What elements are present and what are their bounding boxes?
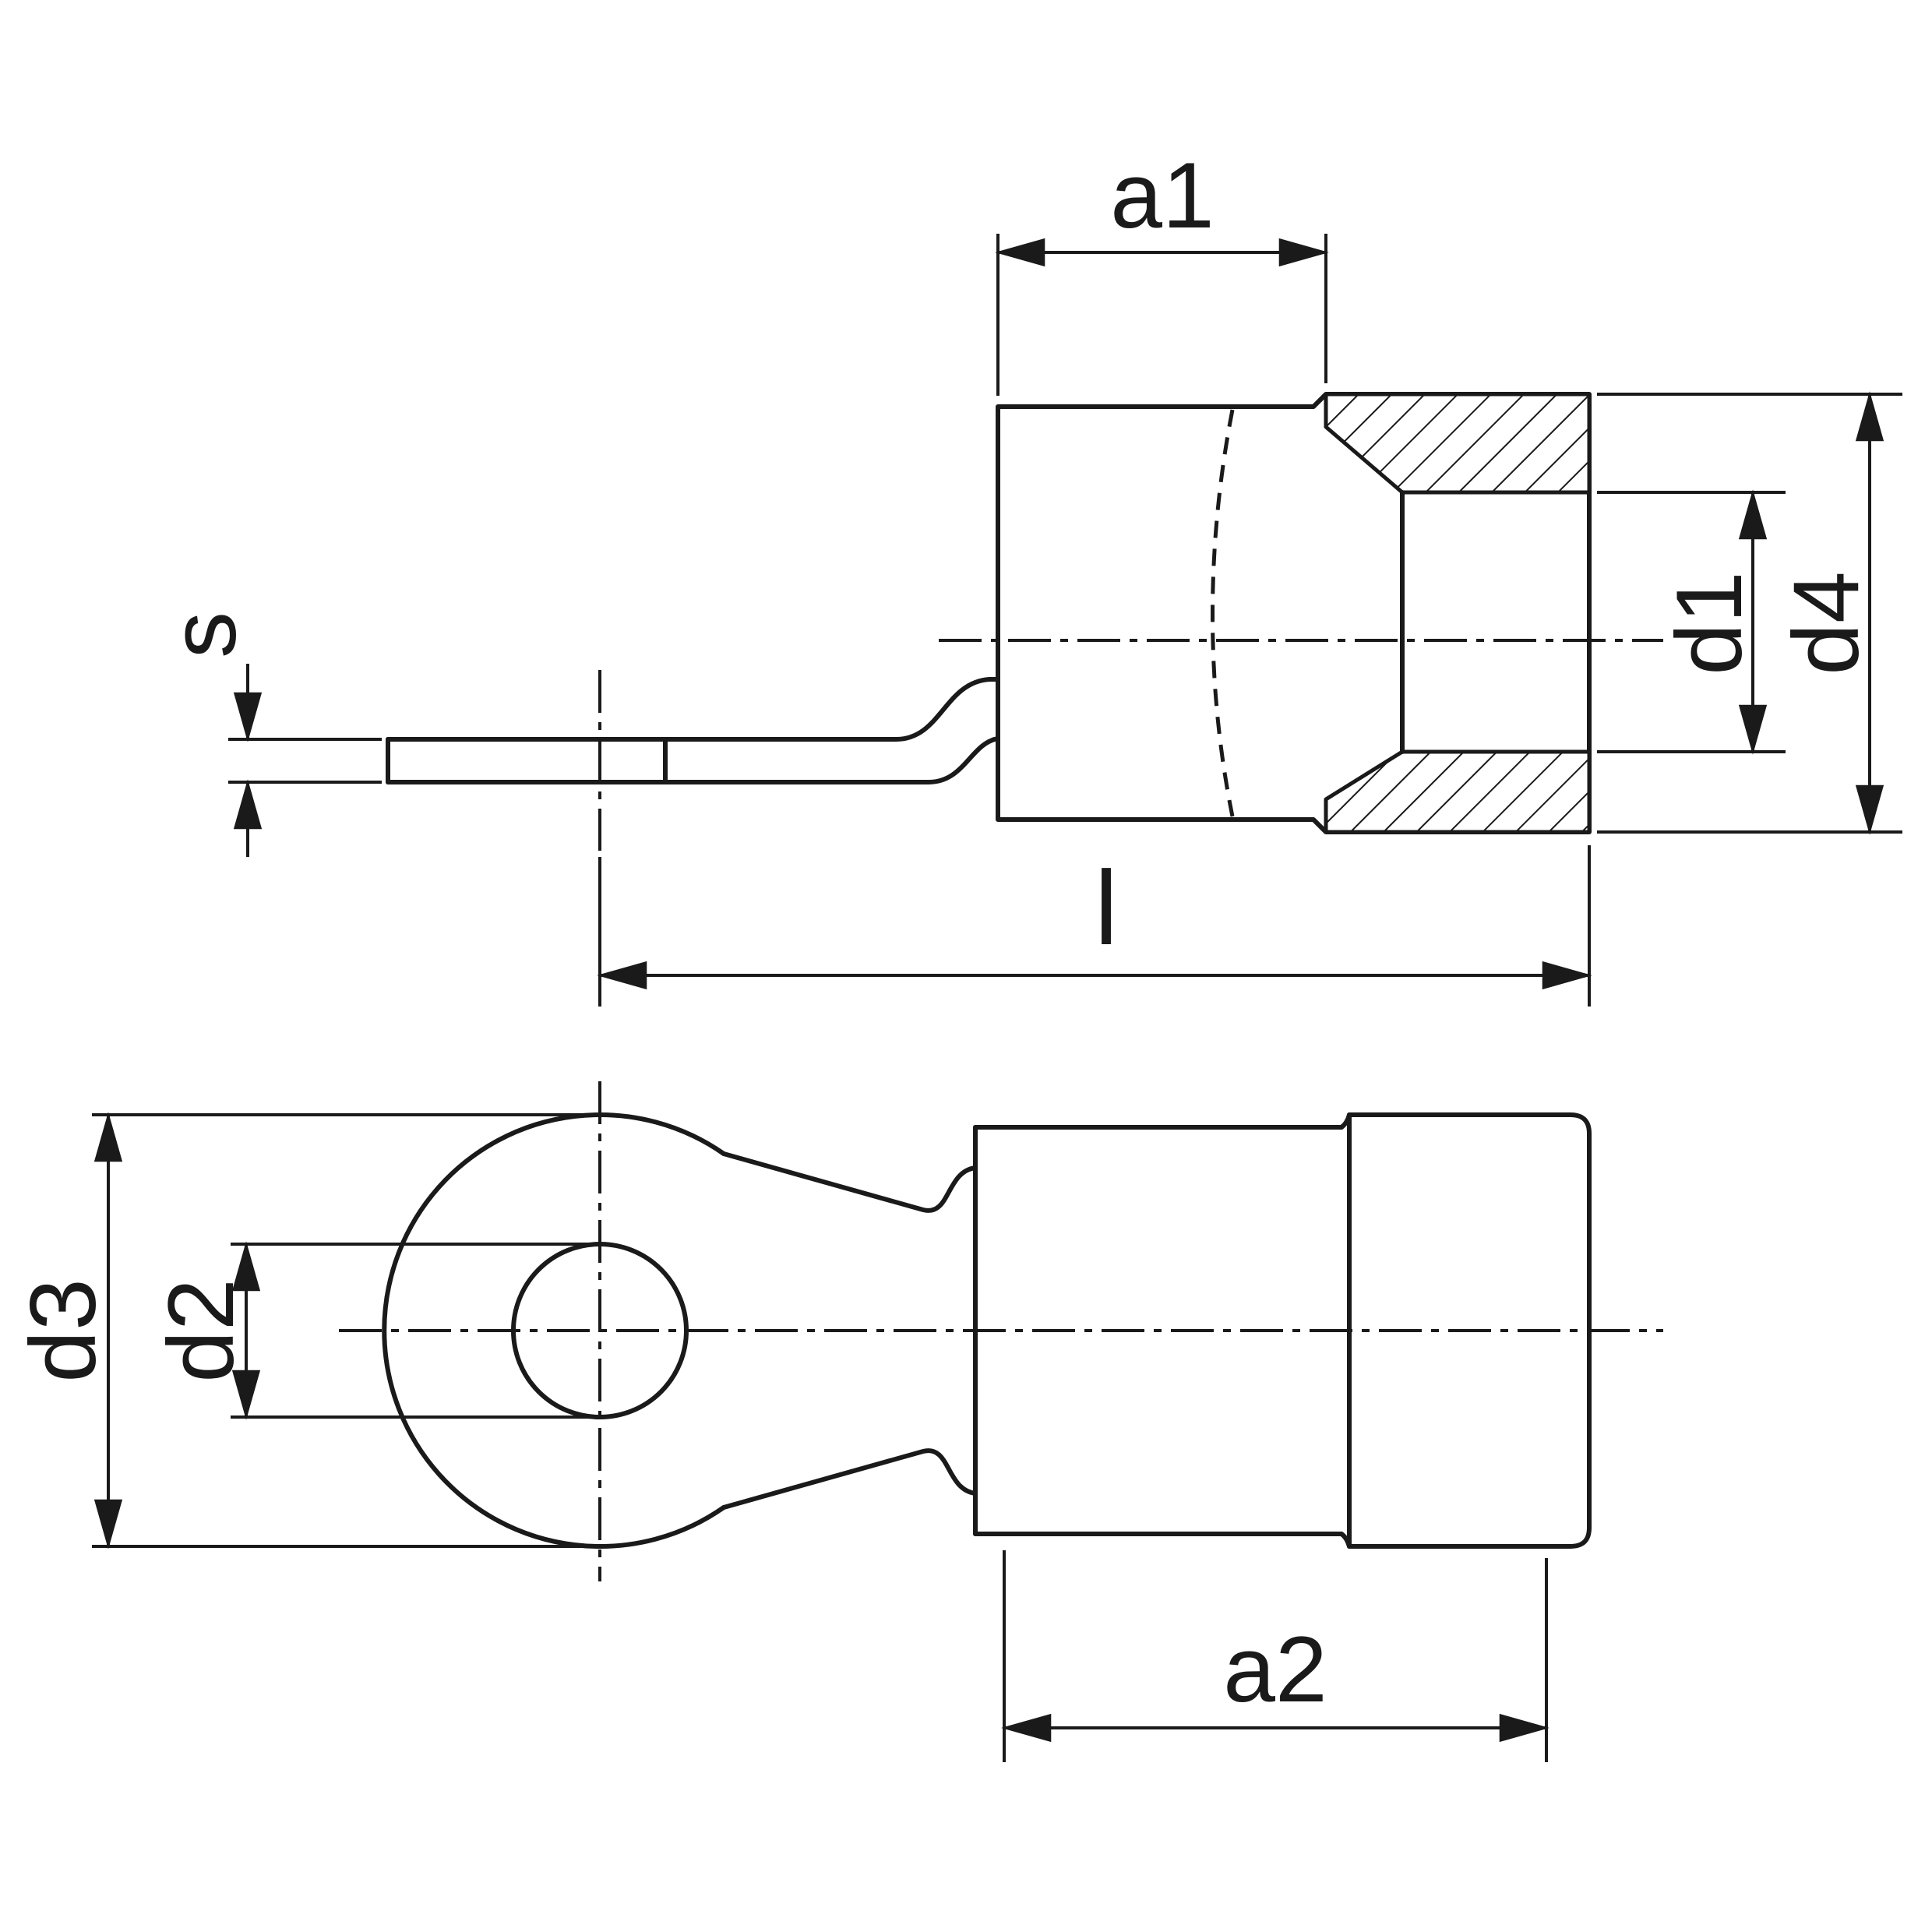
side-view: a1 s d1 d4 l	[151, 143, 1902, 1007]
dim-label-s: s	[151, 612, 256, 658]
section-break-line	[1211, 409, 1235, 817]
dim-label-l: l	[1095, 849, 1118, 967]
dim-label-a1: a1	[1110, 143, 1214, 248]
dim-label-d4: d4	[1774, 571, 1878, 675]
dimension-s: s	[151, 612, 382, 857]
plan-view: d3 d2 a2	[11, 1081, 1663, 1762]
neck-bottom-edge	[721, 1448, 978, 1510]
dim-label-d1: d1	[1657, 571, 1761, 675]
dimension-a1: a1	[995, 143, 1329, 396]
dimension-a2: a2	[1001, 1550, 1549, 1762]
dimension-d1: d1	[1597, 489, 1786, 755]
dim-label-d3: d3	[11, 1278, 115, 1382]
tongue-top-edge	[386, 677, 1000, 742]
dimension-d2: d2	[149, 1241, 592, 1420]
dim-label-a2: a2	[1223, 1617, 1327, 1722]
insulation-section-top	[1324, 392, 1592, 495]
tongue-side-outline	[386, 677, 1000, 784]
dimension-d3: d3	[11, 1112, 588, 1549]
dimension-l: l	[597, 845, 1592, 1007]
insulation-section-bottom	[1324, 749, 1592, 834]
tongue-bottom-edge	[386, 736, 1000, 784]
dim-label-d2: d2	[149, 1278, 253, 1382]
sleeve-side-outline	[996, 392, 1592, 834]
neck-top-edge	[721, 1151, 978, 1213]
dimension-d4: d4	[1597, 391, 1902, 835]
